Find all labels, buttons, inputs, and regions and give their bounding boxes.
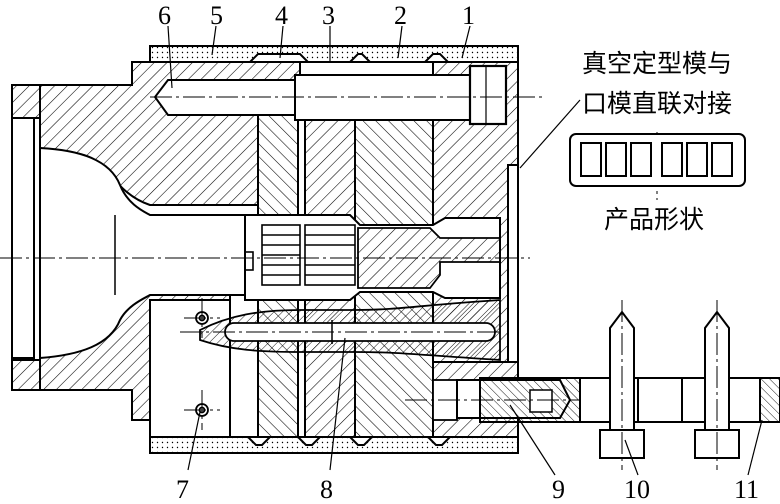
label-1: 1 [462, 1, 475, 30]
label-4: 4 [275, 1, 288, 30]
leader-lines [167, 25, 763, 476]
caption-line-2: 口模直联对接 [582, 89, 732, 118]
label-10: 10 [624, 475, 650, 504]
label-7: 7 [176, 475, 189, 504]
caption-line-1: 真空定型模与 [582, 49, 732, 78]
label-2: 2 [394, 1, 407, 30]
tie-bolt [153, 64, 508, 126]
label-3: 3 [322, 1, 335, 30]
label-11: 11 [734, 475, 759, 504]
product-shape-icon [569, 133, 746, 187]
label-8: 8 [320, 475, 333, 504]
product-caption: 产品形状 [604, 205, 704, 234]
label-9: 9 [552, 475, 565, 504]
label-5: 5 [210, 1, 223, 30]
label-6: 6 [158, 1, 171, 30]
